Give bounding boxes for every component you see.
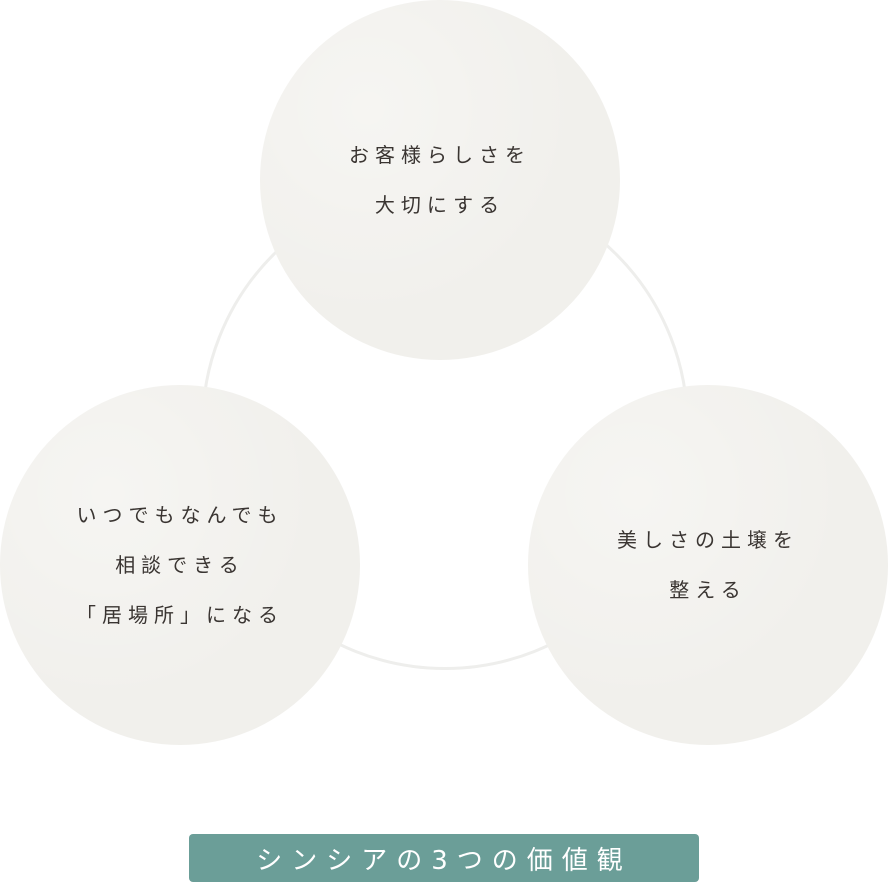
value-text: いつでもなんでも 相談できる 「居場所」になる bbox=[76, 490, 284, 640]
banner-title: シンシアの3つの価値観 bbox=[256, 845, 632, 876]
value-circle-place: いつでもなんでも 相談できる 「居場所」になる bbox=[0, 385, 360, 745]
value-circle-beauty: 美しさの土壌を 整える bbox=[528, 385, 888, 745]
value-line: いつでもなんでも bbox=[76, 503, 284, 527]
value-text: 美しさの土壌を 整える bbox=[617, 515, 799, 615]
values-title-banner: シンシアの3つの価値観 bbox=[189, 834, 699, 882]
value-line: 相談できる bbox=[115, 553, 245, 577]
value-line: 大切にする bbox=[374, 193, 506, 217]
value-line: 整える bbox=[669, 578, 747, 602]
value-circle-customer: お客様らしさを 大切にする bbox=[260, 0, 620, 360]
value-line: お客様らしさを bbox=[349, 143, 531, 167]
value-line: 美しさの土壌を bbox=[617, 528, 799, 552]
value-line: 「居場所」になる bbox=[76, 603, 284, 627]
value-text: お客様らしさを 大切にする bbox=[349, 130, 531, 230]
